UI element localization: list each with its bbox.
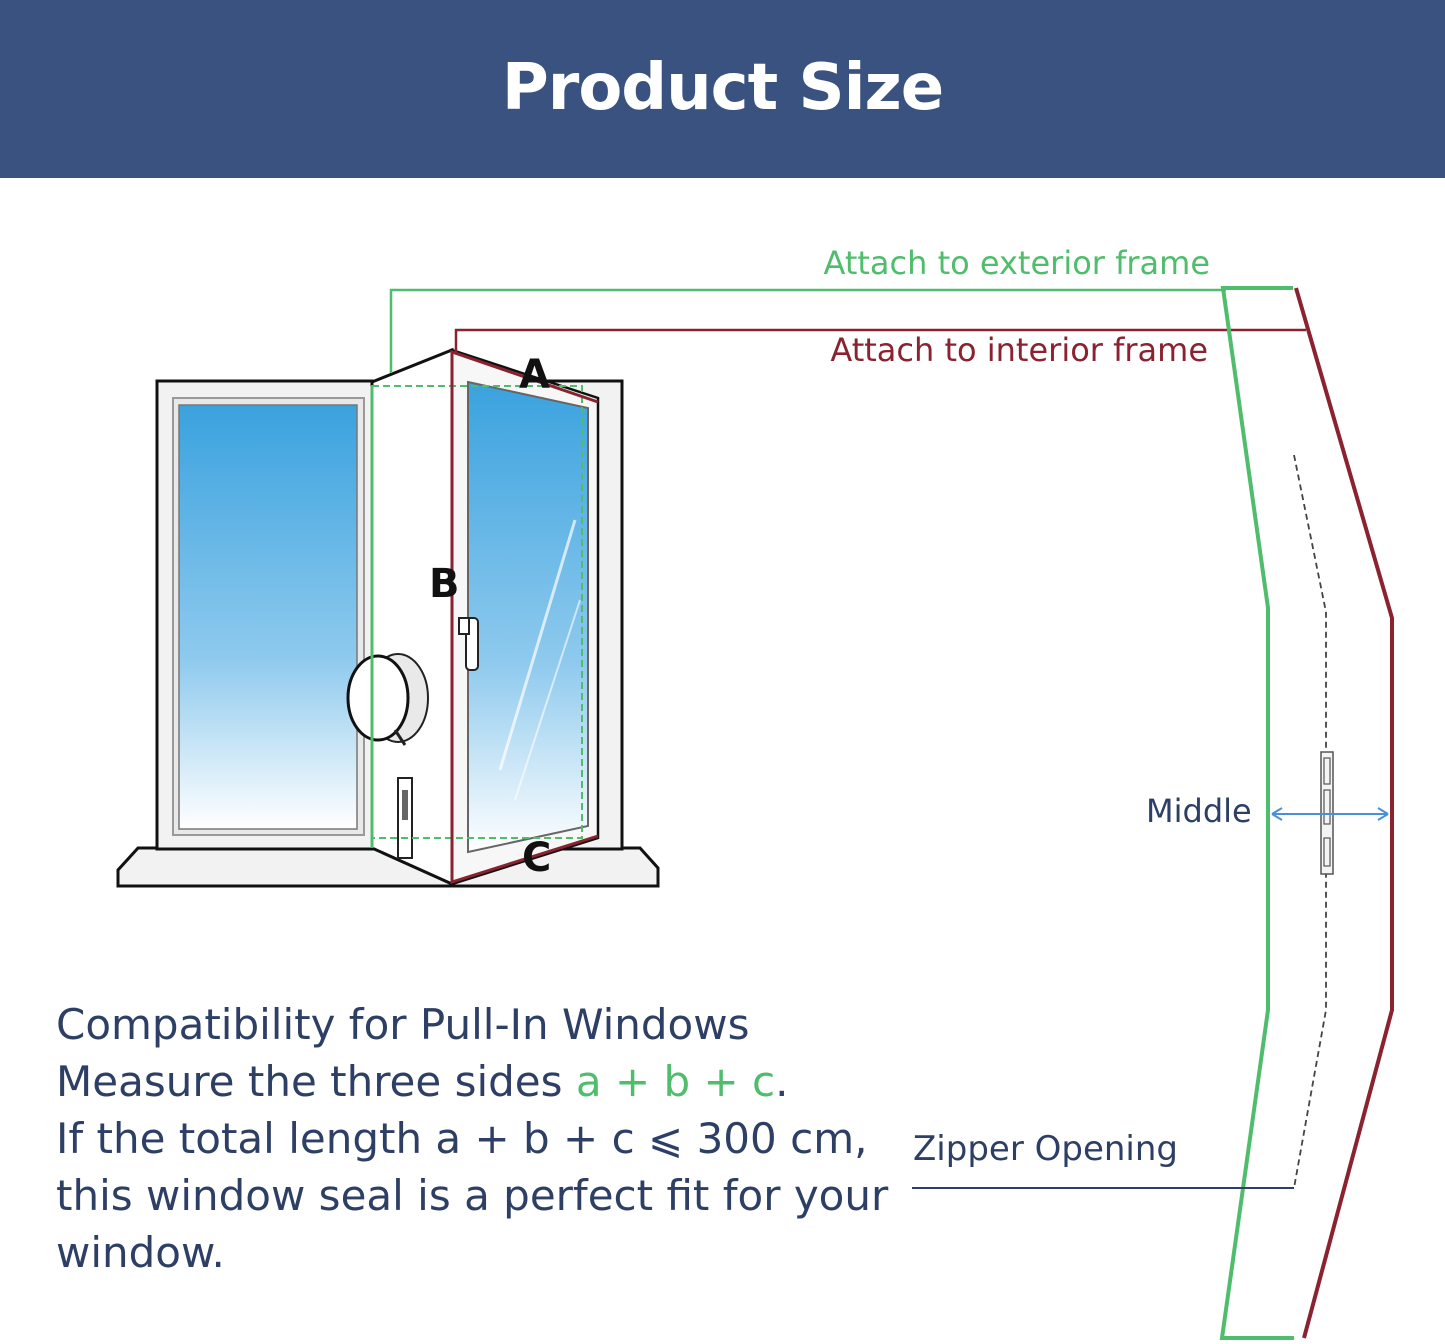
interior-frame-trace bbox=[450, 349, 599, 885]
zipper-line bbox=[1293, 454, 1327, 1189]
seal-exterior-edge bbox=[1219, 286, 1294, 1340]
info-line-2-prefix: Measure the three sides bbox=[56, 1057, 576, 1106]
interior-leader-line bbox=[454, 328, 1306, 352]
info-line-1: Compatibility for Pull-In Windows bbox=[56, 1000, 750, 1049]
window-illustration bbox=[116, 347, 660, 888]
zipper-opening-label: Zipper Opening bbox=[913, 1129, 1178, 1169]
compatibility-text: Compatibility for Pull-In Windows Measur… bbox=[56, 996, 889, 1281]
exterior-leader-line bbox=[389, 288, 1226, 373]
side-a-label: A bbox=[519, 352, 550, 398]
exterior-frame-label: Attach to exterior frame bbox=[823, 244, 1210, 282]
middle-width-arrow bbox=[1271, 807, 1389, 821]
header-banner: Product Size bbox=[0, 0, 1445, 178]
info-formula: a + b + c bbox=[575, 1057, 776, 1106]
exterior-frame-trace bbox=[371, 385, 583, 839]
side-c-label: C bbox=[522, 835, 552, 881]
interior-frame-label: Attach to interior frame bbox=[830, 331, 1208, 369]
seal-interior-edge bbox=[1294, 287, 1394, 1339]
sash-glass-pane bbox=[467, 380, 589, 854]
page-title: Product Size bbox=[501, 51, 944, 125]
side-b-label: B bbox=[429, 561, 460, 607]
info-line-4: this window seal is a perfect fit for yo… bbox=[56, 1171, 889, 1220]
left-glass-pane bbox=[178, 404, 358, 830]
middle-label: Middle bbox=[1146, 792, 1252, 830]
info-line-3: If the total length a + b + c ⩽ 300 cm, bbox=[56, 1114, 868, 1163]
info-line-2: Measure the three sides a + b + c. bbox=[56, 1053, 856, 1110]
info-line-2-suffix: . bbox=[775, 1057, 789, 1106]
hose-connector bbox=[346, 654, 410, 742]
info-line-5: window. bbox=[56, 1228, 225, 1277]
